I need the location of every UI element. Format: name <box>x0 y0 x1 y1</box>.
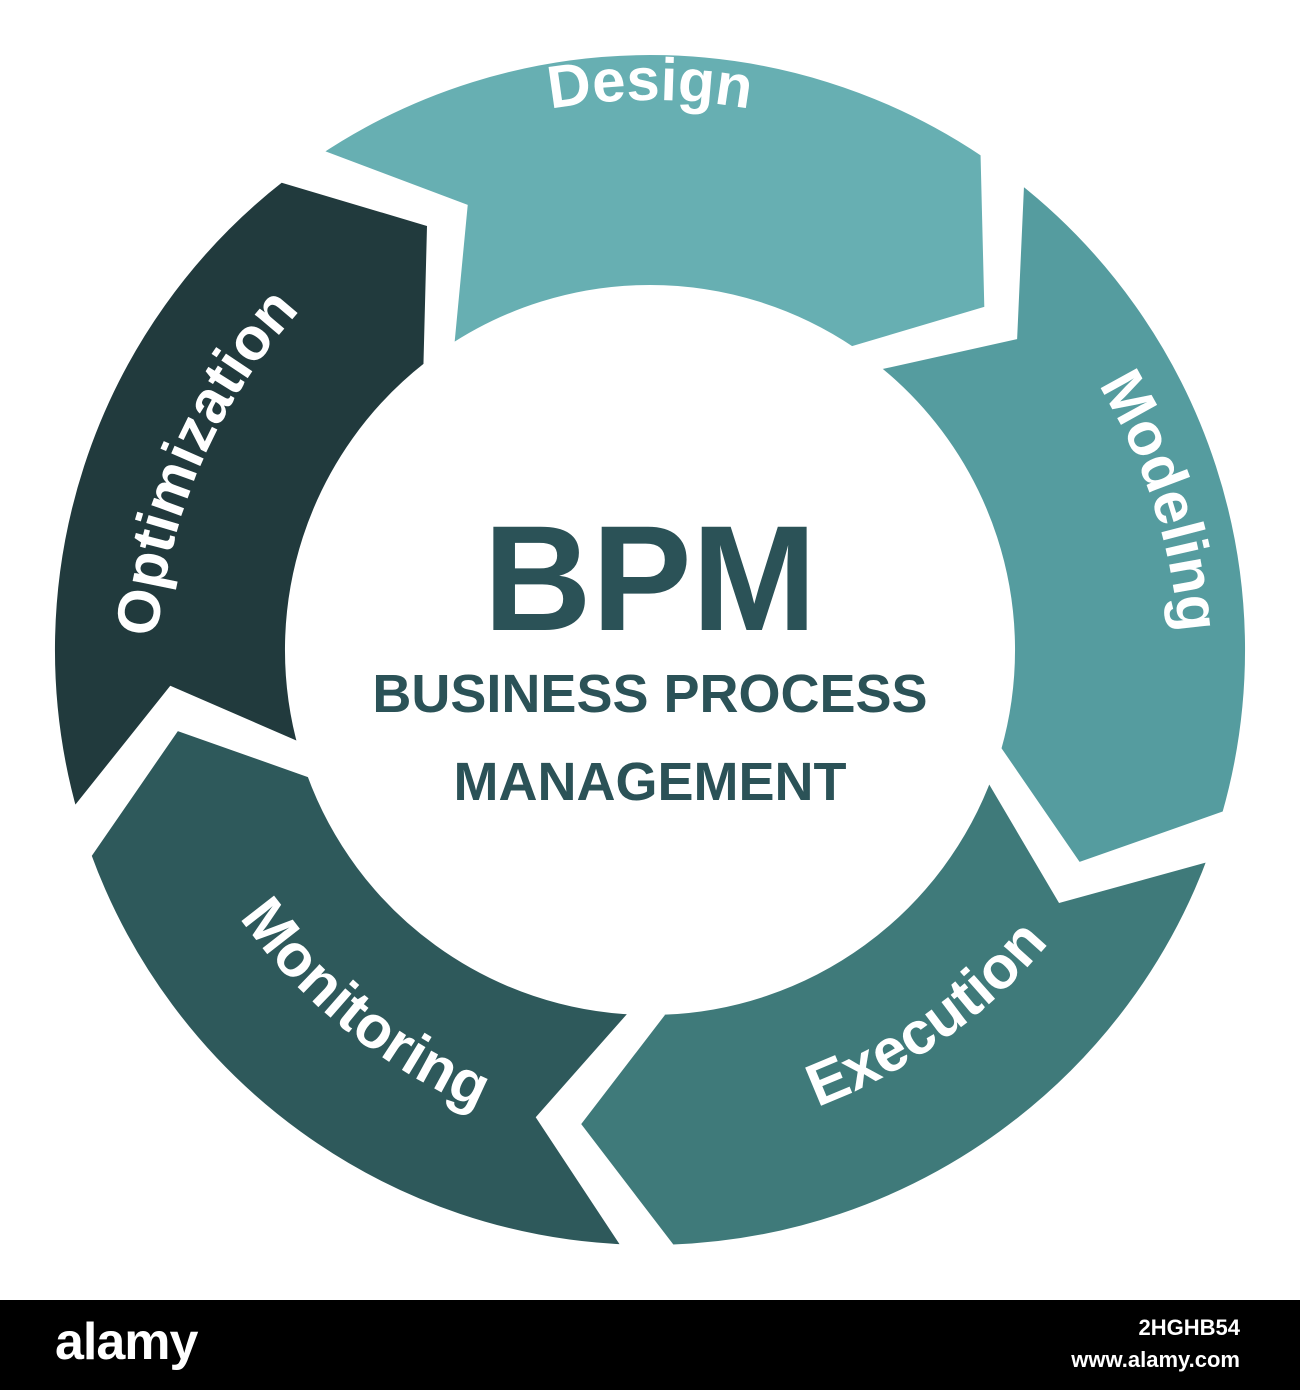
footer-code: 2HGHB54 www.alamy.com <box>1071 1312 1240 1376</box>
center-subtitle-line2: MANAGEMENT <box>454 752 847 812</box>
footer-logo: alamy <box>55 1313 198 1371</box>
center-circle <box>290 290 1010 1010</box>
stage-label-design: Design <box>543 46 758 122</box>
cycle-svg: Design Modeling Execution Monitoring Opt… <box>49 46 1251 1250</box>
footer-site: www.alamy.com <box>1071 1347 1240 1372</box>
watermark-footer-bar: alamy 2HGHB54 www.alamy.com <box>0 1300 1300 1390</box>
bpm-cycle-diagram: Design Modeling Execution Monitoring Opt… <box>49 46 1251 1250</box>
center-title: BPM <box>483 494 816 662</box>
center-subtitle-line1: BUSINESS PROCESS <box>372 664 927 724</box>
footer-image-id: 2HGHB54 <box>1138 1315 1240 1340</box>
